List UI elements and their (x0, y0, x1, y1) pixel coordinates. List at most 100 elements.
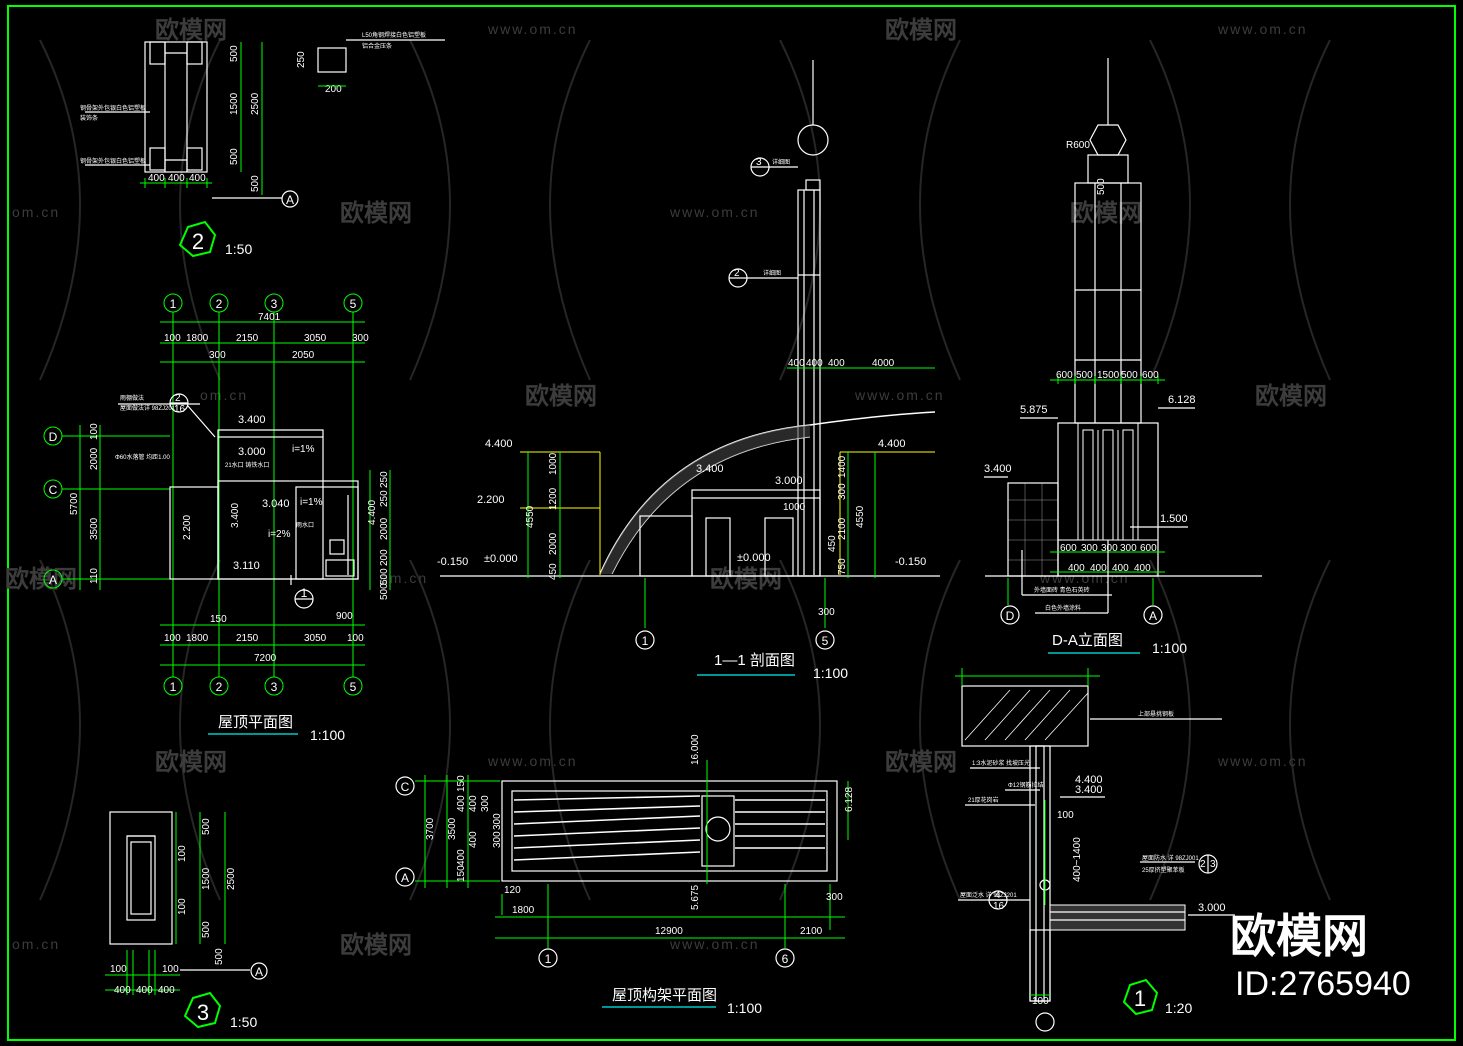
slope-label: i=2% (268, 529, 291, 540)
dim-label: 450 (827, 535, 838, 552)
dim-label: 100 (89, 423, 100, 440)
axis-bubble: C (49, 483, 58, 497)
dim-label: 250 (379, 490, 390, 507)
dim-label: 400 (1090, 563, 1107, 574)
dim-label: 100 (164, 333, 181, 344)
watermark-brand: 欧模网 (885, 16, 957, 44)
watermark-url: www.om.cn (669, 936, 760, 952)
dim-label: 1000 (783, 502, 806, 513)
dim-label: 500 (229, 45, 240, 62)
watermark-url: www.om.cn (487, 21, 578, 37)
axis-bubble: D (49, 430, 58, 444)
dim-label: 100 (164, 633, 181, 644)
dim-label: 1800 (186, 633, 209, 644)
level-mark: 3.400 (1075, 784, 1103, 796)
level-mark: 4.400 (1075, 774, 1103, 786)
level-mark: 4.400 (485, 438, 513, 450)
level-mark: 3.000 (1198, 902, 1226, 914)
dim-label: 500 (1076, 370, 1093, 381)
dim-label: 100 (1032, 996, 1049, 1007)
dim-label: 3050 (304, 633, 327, 644)
detail-ref-sheet: 16 (174, 404, 186, 415)
axis-bubble: 1 (642, 634, 649, 648)
level-mark: 3.000 (775, 475, 803, 487)
dim-label: 2050 (292, 350, 315, 361)
level-mark: 3.110 (233, 560, 260, 572)
dim-label: 100 (177, 898, 188, 915)
dim-label: 2100 (837, 517, 848, 540)
dim-label: 300 (352, 333, 369, 344)
note-label: 钢骨架外包银白色铝塑板 (80, 104, 146, 112)
note-label: 雨水口 (296, 521, 314, 529)
axis-bubble-A: A (286, 193, 294, 207)
dim-label: 300 (818, 607, 835, 618)
dim-label: 300 (492, 813, 503, 830)
dim-label: 250 (379, 471, 390, 488)
dim-label: 1800 (186, 333, 209, 344)
level-mark: ±0.000 (737, 552, 771, 564)
note-label: 装饰条 (80, 114, 98, 122)
dim-label: 1200 (548, 487, 559, 510)
drawing-title: 屋顶构架平面图 (612, 987, 717, 1004)
axis-bubble: 3 (271, 297, 278, 311)
note-label: 屋面防水 详 98ZJ001 (1142, 854, 1199, 862)
dim-label: 300 (1081, 543, 1098, 554)
dim-label: 7200 (254, 653, 277, 664)
dim-label: 1000 (548, 452, 559, 475)
note-label: 白色外墙涂料 (1045, 604, 1081, 612)
level-mark: 3.400 (696, 463, 724, 475)
detail-ref-number: 4 (995, 890, 1001, 901)
dim-label: 300 (492, 831, 503, 848)
note-label: 21水口 铸铁水口 (225, 461, 269, 469)
watermark-brand: 欧模网 (340, 931, 412, 959)
drawing-frame (7, 5, 1456, 1041)
axis-bubble: 5 (350, 297, 357, 311)
drawing-title: 1—1 剖面图 (714, 652, 795, 669)
axis-bubble: C (401, 780, 410, 794)
dim-label: 2000 (89, 447, 100, 470)
dim-label: 400 (456, 849, 467, 866)
dim-label: 400 (114, 985, 131, 996)
slope-label: i=1% (300, 497, 323, 508)
detail-1: 上部悬挑钢板 4.400 3.400 3.000 100 400~1400 10… (955, 668, 1235, 1032)
dim-label: 400 (158, 985, 175, 996)
drawing-title: D-A立面图 (1052, 632, 1123, 649)
watermark-url: www.om.cn (1217, 21, 1308, 37)
watermark-brand: 欧模网 (1070, 199, 1142, 227)
dim-label: 2500 (226, 867, 237, 890)
scale-label: 1:20 (1165, 1000, 1192, 1016)
watermark-brand: 欧模网 (525, 382, 597, 410)
dim-label: 1400 (837, 455, 848, 478)
dim-label: 100 (162, 964, 179, 975)
dim-label: 400 (828, 358, 845, 369)
dim-label: 400 (189, 173, 206, 184)
dim-label: 600 (1060, 543, 1077, 554)
detail-ref-sheet: 16 (993, 901, 1005, 912)
watermark-url: om.cn (380, 570, 428, 586)
axis-bubble: A (49, 573, 57, 587)
dim-label: 300 (1120, 543, 1137, 554)
dim-label: 400 (468, 795, 479, 812)
dim-label: 2000 (379, 517, 390, 540)
watermark-url: www.om.cn (1039, 570, 1130, 586)
scale-label: 1:100 (1152, 640, 1187, 656)
level-mark: 6.128 (1168, 394, 1196, 406)
dim-label: 500 (229, 148, 240, 165)
axis-bubble: 6 (782, 952, 789, 966)
scale-label: 1:50 (230, 1014, 257, 1030)
dim-label: 300 (837, 483, 848, 500)
dim-label: 4000 (872, 358, 895, 369)
dim-label: 900 (336, 611, 353, 622)
level-mark: 5.875 (1020, 404, 1048, 416)
note-label: 21厚花岗岩 (968, 796, 999, 804)
watermark-brand: 欧模网 (155, 16, 227, 44)
note-label: 钢骨架外包银白色铝塑板 (80, 157, 146, 165)
note-label: 铝合金压条 (362, 42, 392, 50)
note-label: 雨棚做法 (120, 394, 144, 402)
scale-label: 1:100 (813, 665, 848, 681)
dim-label: 1500 (201, 867, 212, 890)
dim-label: 150 (456, 865, 467, 882)
dim-label: 500 (201, 921, 212, 938)
brand-stamp: 欧模网 ID:2765940 (1230, 910, 1411, 1003)
